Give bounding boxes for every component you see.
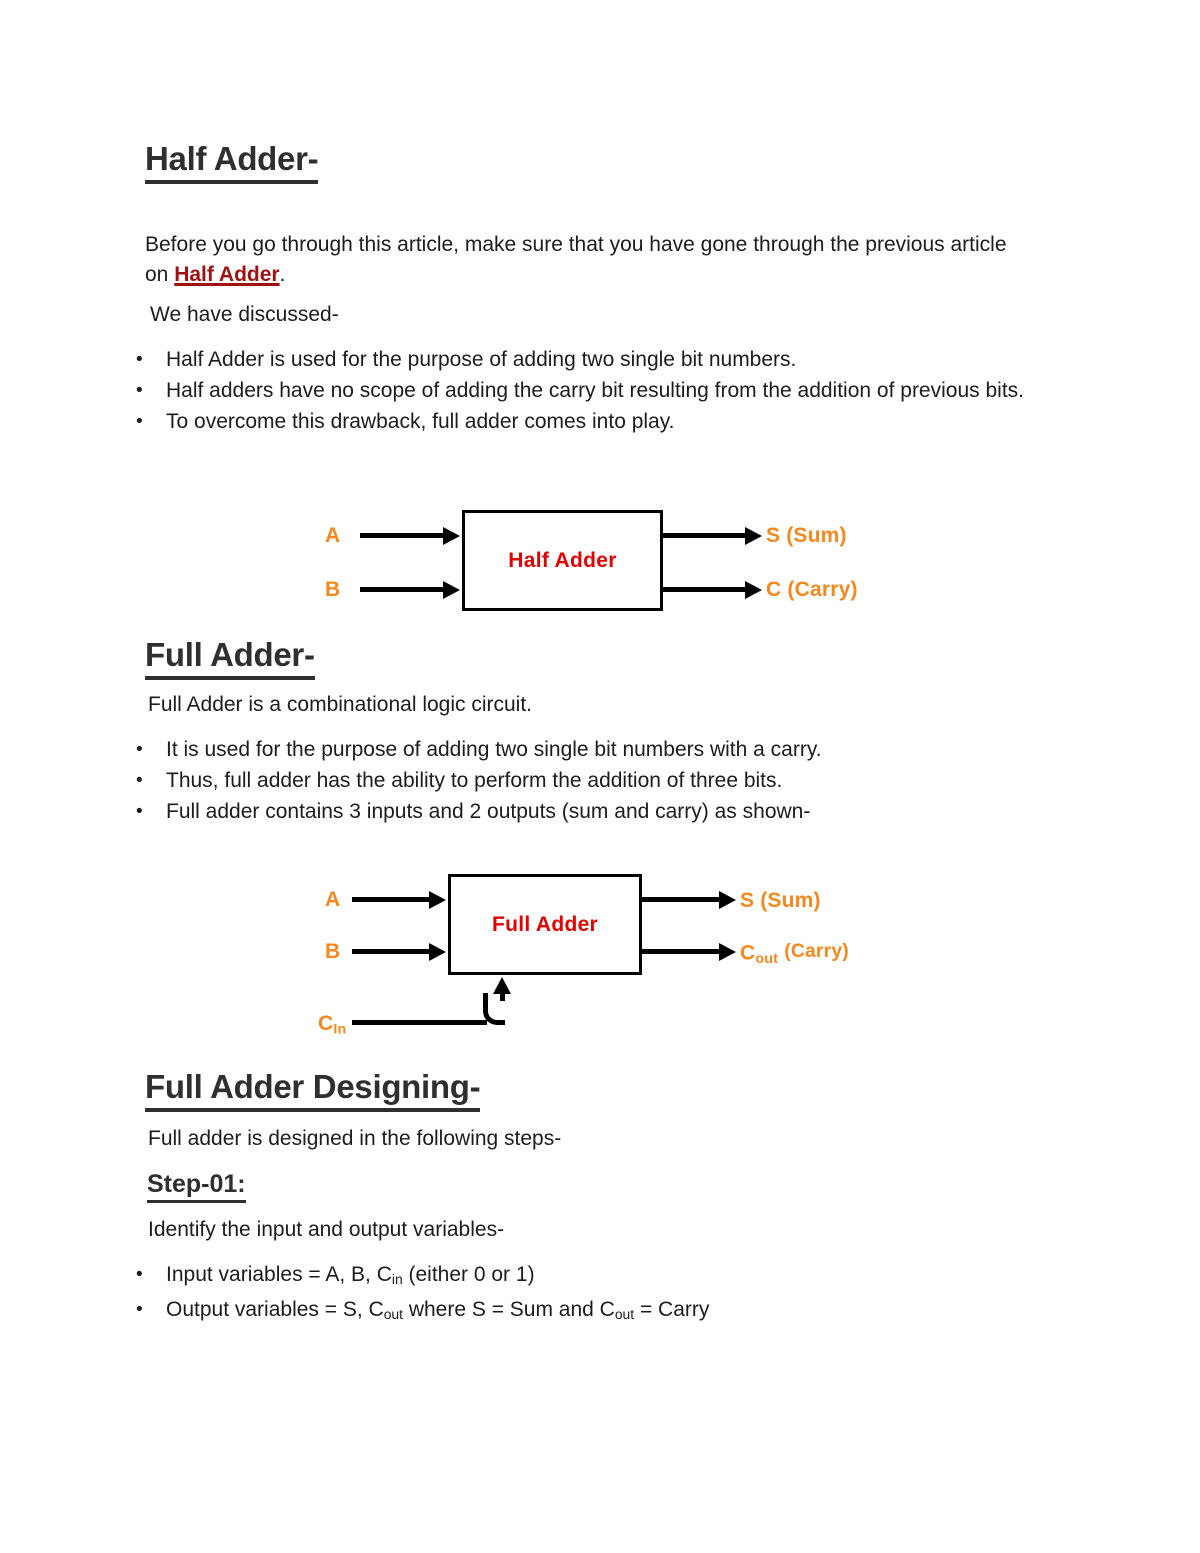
output-variables-suffix: = Carry	[634, 1298, 710, 1322]
diagram-output-label-carry-out: Cout (Carry)	[740, 941, 849, 967]
arrow-right-icon	[719, 891, 736, 909]
cin-base: C	[318, 1012, 334, 1035]
bullet-dot-icon: •	[136, 770, 143, 791]
intro-paragraph: Before you go through this article, make…	[145, 230, 1007, 290]
variables-bullet-list: • Input variables = A, B, Cin (either 0 o…	[128, 1260, 1040, 1330]
list-item-text: Full adder contains 3 inputs and 2 outpu…	[166, 800, 811, 823]
half-adder-bullet-list: • Half Adder is used for the purpose of a…	[128, 345, 1040, 438]
output-variables-prefix: Output variables = S, C	[166, 1298, 384, 1322]
output-wire-sum	[663, 533, 748, 538]
list-item: • Input variables = A, B, Cin (either 0 o…	[128, 1260, 1040, 1294]
input-wire-b	[352, 949, 432, 954]
output-wire-sum	[642, 897, 722, 902]
arrow-right-icon	[429, 943, 446, 961]
list-item: • Thus, full adder has the ability to per…	[128, 766, 1040, 796]
bullet-dot-icon: •	[136, 1264, 143, 1285]
bullet-dot-icon: •	[136, 739, 143, 760]
output-variables-subscript-1: out	[383, 1306, 403, 1323]
bullet-dot-icon: •	[136, 411, 143, 432]
arrow-right-icon	[745, 527, 762, 545]
list-item-text: To overcome this drawback, full adder co…	[166, 410, 675, 433]
cin-subscript: In	[333, 1021, 347, 1038]
diagram-output-label-sum: S (Sum)	[740, 889, 821, 912]
bullet-dot-icon: •	[136, 801, 143, 822]
bullet-dot-icon: •	[136, 349, 143, 370]
arrow-up-icon	[493, 977, 511, 994]
output-variables-subscript-2: out	[614, 1306, 635, 1323]
diagram-input-label-a: A	[325, 524, 341, 547]
list-item: • It is used for the purpose of adding tw…	[128, 735, 1040, 765]
heading-step-01-text: Step-01:	[147, 1170, 246, 1203]
list-item: • To overcome this drawback, full adder c…	[128, 407, 1040, 437]
heading-step-01: Step-01:	[147, 1170, 246, 1203]
diagram-output-label-carry: C (Carry)	[766, 578, 858, 601]
list-item: • Half adders have no scope of adding the…	[128, 376, 1040, 406]
heading-full-adder-designing-text: Full Adder Designing-	[145, 1068, 481, 1112]
half-adder-block: Half Adder	[462, 510, 663, 611]
arrow-right-icon	[719, 943, 736, 961]
heading-full-adder-text: Full Adder-	[145, 636, 315, 680]
diagram-input-label-b: B	[325, 940, 341, 963]
full-adder-bullet-list: • It is used for the purpose of adding tw…	[128, 735, 1040, 828]
list-item: • Full adder contains 3 inputs and 2 outp…	[128, 797, 1040, 827]
carry-out-base: C	[740, 941, 756, 965]
we-have-discussed-lead: We have discussed-	[150, 303, 339, 326]
heading-full-adder: Full Adder-	[145, 636, 315, 680]
full-adder-lead: Full Adder is a combinational logic circ…	[148, 693, 533, 716]
arrow-right-icon	[443, 527, 460, 545]
heading-half-adder-text: Half Adder-	[145, 140, 319, 184]
heading-half-adder: Half Adder-	[145, 140, 319, 184]
input-variables-subscript: in	[391, 1271, 403, 1288]
cin-wire-horizontal	[352, 1020, 487, 1025]
diagram-input-label-a: A	[325, 888, 341, 911]
input-variables-prefix: Input variables = A, B, C	[166, 1263, 392, 1286]
diagram-output-label-sum: S (Sum)	[766, 524, 847, 547]
list-item-text: Thus, full adder has the ability to perf…	[166, 769, 783, 792]
carry-out-rest: (Carry)	[784, 941, 849, 962]
cin-wire-vertical	[500, 993, 505, 1001]
intro-text-before-link: Before you go through this article, make…	[145, 233, 1007, 286]
diagram-input-label-cin: CIn	[318, 1012, 346, 1038]
arrow-right-icon	[745, 581, 762, 599]
heading-full-adder-designing: Full Adder Designing-	[145, 1068, 481, 1112]
designing-lead: Full adder is designed in the following …	[148, 1127, 562, 1150]
half-adder-link[interactable]: Half Adder	[174, 263, 280, 286]
output-wire-carry-out	[642, 949, 722, 954]
full-adder-block-label: Full Adder	[491, 912, 599, 936]
intro-text-after-link: .	[279, 263, 286, 286]
diagram-input-label-b: B	[325, 578, 341, 601]
arrow-right-icon	[429, 891, 446, 909]
full-adder-block: Full Adder	[448, 874, 642, 975]
list-item: • Half Adder is used for the purpose of a…	[128, 345, 1040, 375]
cin-wire-elbow	[483, 993, 505, 1025]
input-wire-b	[360, 587, 445, 592]
step-01-lead: Identify the input and output variables-	[148, 1218, 505, 1241]
bullet-dot-icon: •	[136, 1299, 143, 1321]
input-wire-a	[360, 533, 445, 538]
list-item-text: Half Adder is used for the purpose of ad…	[166, 348, 797, 371]
bullet-dot-icon: •	[136, 380, 143, 401]
output-variables-mid: where S = Sum and C	[402, 1298, 615, 1322]
half-adder-block-label: Half Adder	[508, 548, 617, 572]
list-item: •Output variables = S, Cout where S = Su…	[128, 1295, 1040, 1329]
arrow-right-icon	[443, 581, 460, 599]
list-item-text: It is used for the purpose of adding two…	[166, 738, 822, 761]
input-variables-suffix: (either 0 or 1)	[402, 1263, 535, 1286]
input-wire-a	[352, 897, 432, 902]
output-wire-carry	[663, 587, 748, 592]
carry-out-subscript: out	[755, 950, 779, 967]
list-item-text: Half adders have no scope of adding the …	[166, 379, 1024, 402]
